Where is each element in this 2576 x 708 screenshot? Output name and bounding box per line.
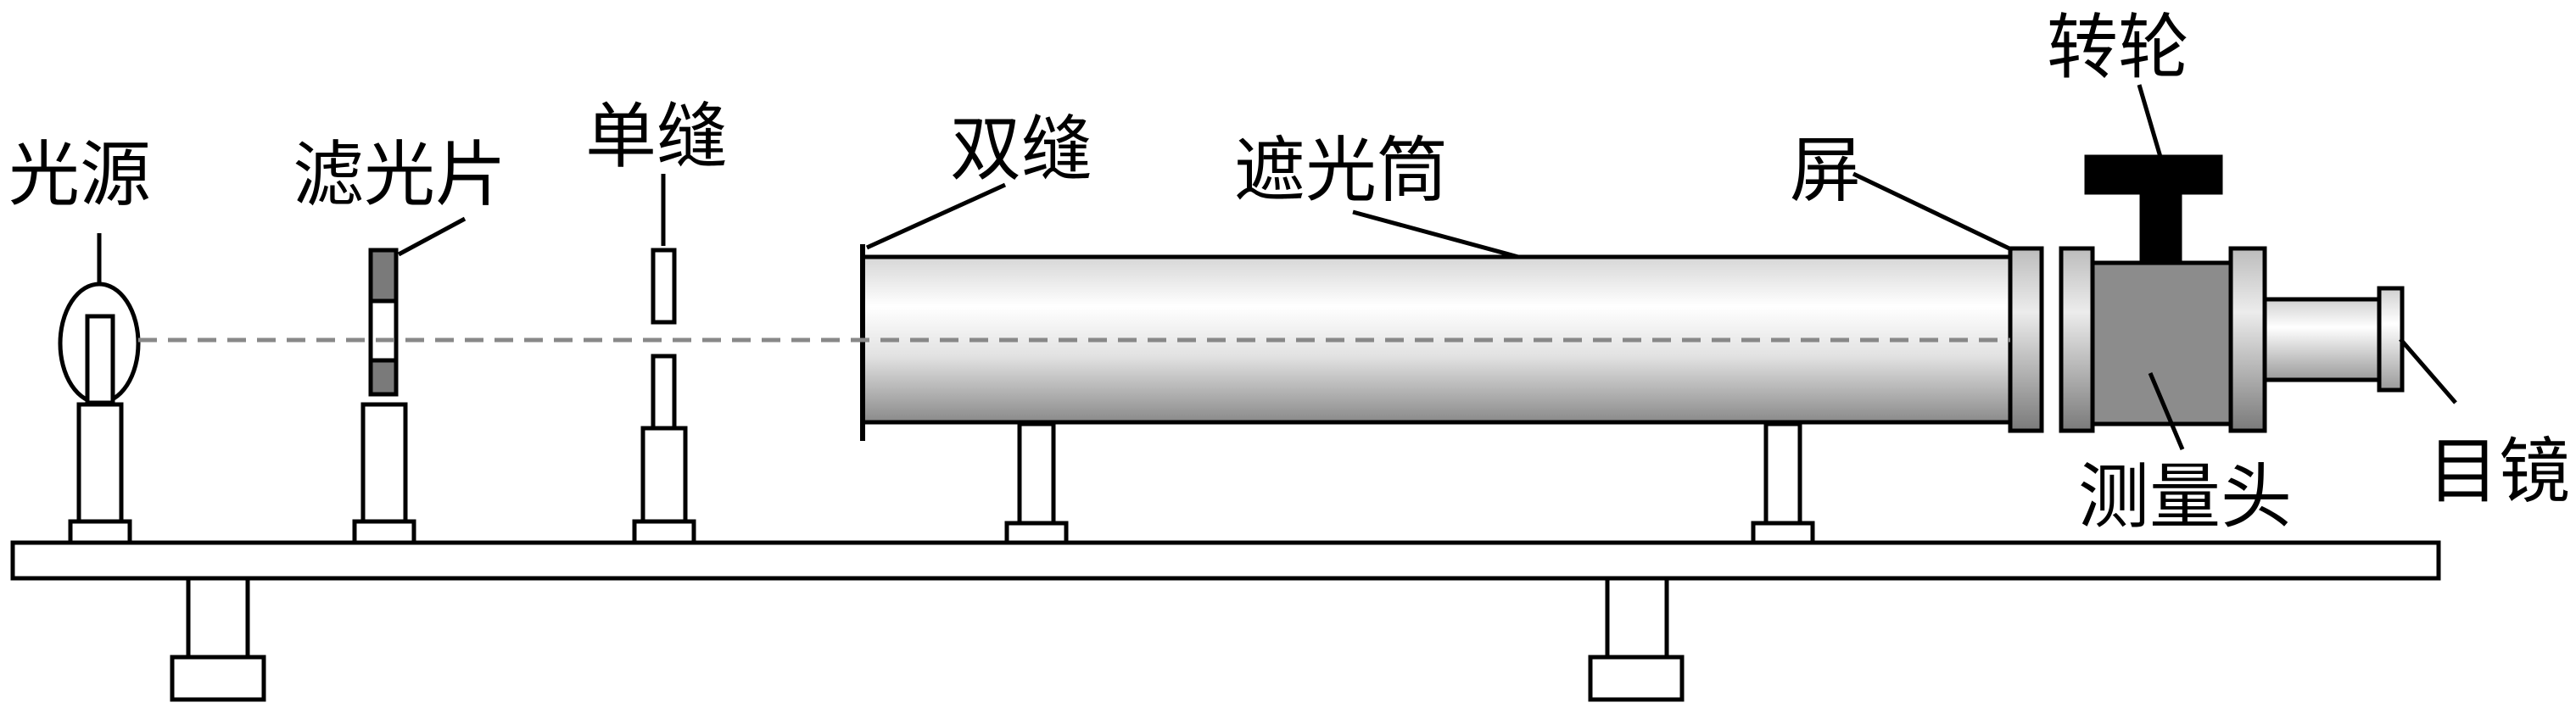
collar-ring	[2059, 246, 2095, 433]
single-slit-upper-jaw	[651, 248, 677, 325]
leader-wheel	[2137, 84, 2163, 158]
single-slit-lower-jaw	[651, 354, 677, 431]
filter-base	[352, 519, 416, 545]
hood-support-right-base	[1751, 521, 1815, 545]
bench-foot-left	[170, 655, 266, 702]
label-measuring-head: 测量头	[2078, 455, 2292, 538]
leader-hood	[1352, 209, 1519, 259]
leader-screen	[1852, 171, 2014, 253]
hood-support-left-post	[1017, 421, 1056, 526]
leader-filter	[397, 216, 467, 257]
screen-ring	[2008, 246, 2044, 433]
bench-leg-right	[1605, 574, 1669, 660]
filter-post	[360, 402, 408, 524]
label-eyepiece: 目镜	[2428, 430, 2570, 513]
single-slit-base	[632, 519, 696, 545]
filter-glass-upper	[368, 248, 399, 304]
wheel-stem	[2139, 188, 2182, 265]
single-slit-post	[640, 426, 688, 524]
light-source-filament	[85, 314, 115, 405]
label-hood: 遮光筒	[1234, 129, 1448, 212]
leader-measuring-head	[2148, 372, 2185, 450]
leader-double-slit	[865, 182, 1007, 250]
light-source-post	[76, 402, 124, 524]
hood-support-left-base	[1004, 521, 1069, 545]
light-source-base	[68, 519, 132, 545]
label-single-slit: 单缝	[585, 95, 728, 178]
optical-bench	[10, 540, 2441, 581]
measuring-head-end-ring	[2228, 246, 2267, 433]
label-wheel: 转轮	[2047, 6, 2189, 89]
label-light-source: 光源	[8, 133, 151, 216]
wheel-cap	[2084, 154, 2223, 195]
eyepiece-rim	[2377, 286, 2405, 393]
label-filter: 滤光片	[293, 133, 506, 216]
bench-foot-right	[1588, 655, 1685, 702]
filter-glass-lower	[368, 358, 399, 397]
leader-eyepiece	[2399, 337, 2457, 404]
eyepiece-tube	[2262, 297, 2382, 382]
label-screen: 屏	[1790, 129, 1861, 212]
bench-leg-left	[186, 574, 250, 660]
label-double-slit: 双缝	[950, 108, 1092, 191]
hood-support-right-post	[1763, 421, 1802, 526]
